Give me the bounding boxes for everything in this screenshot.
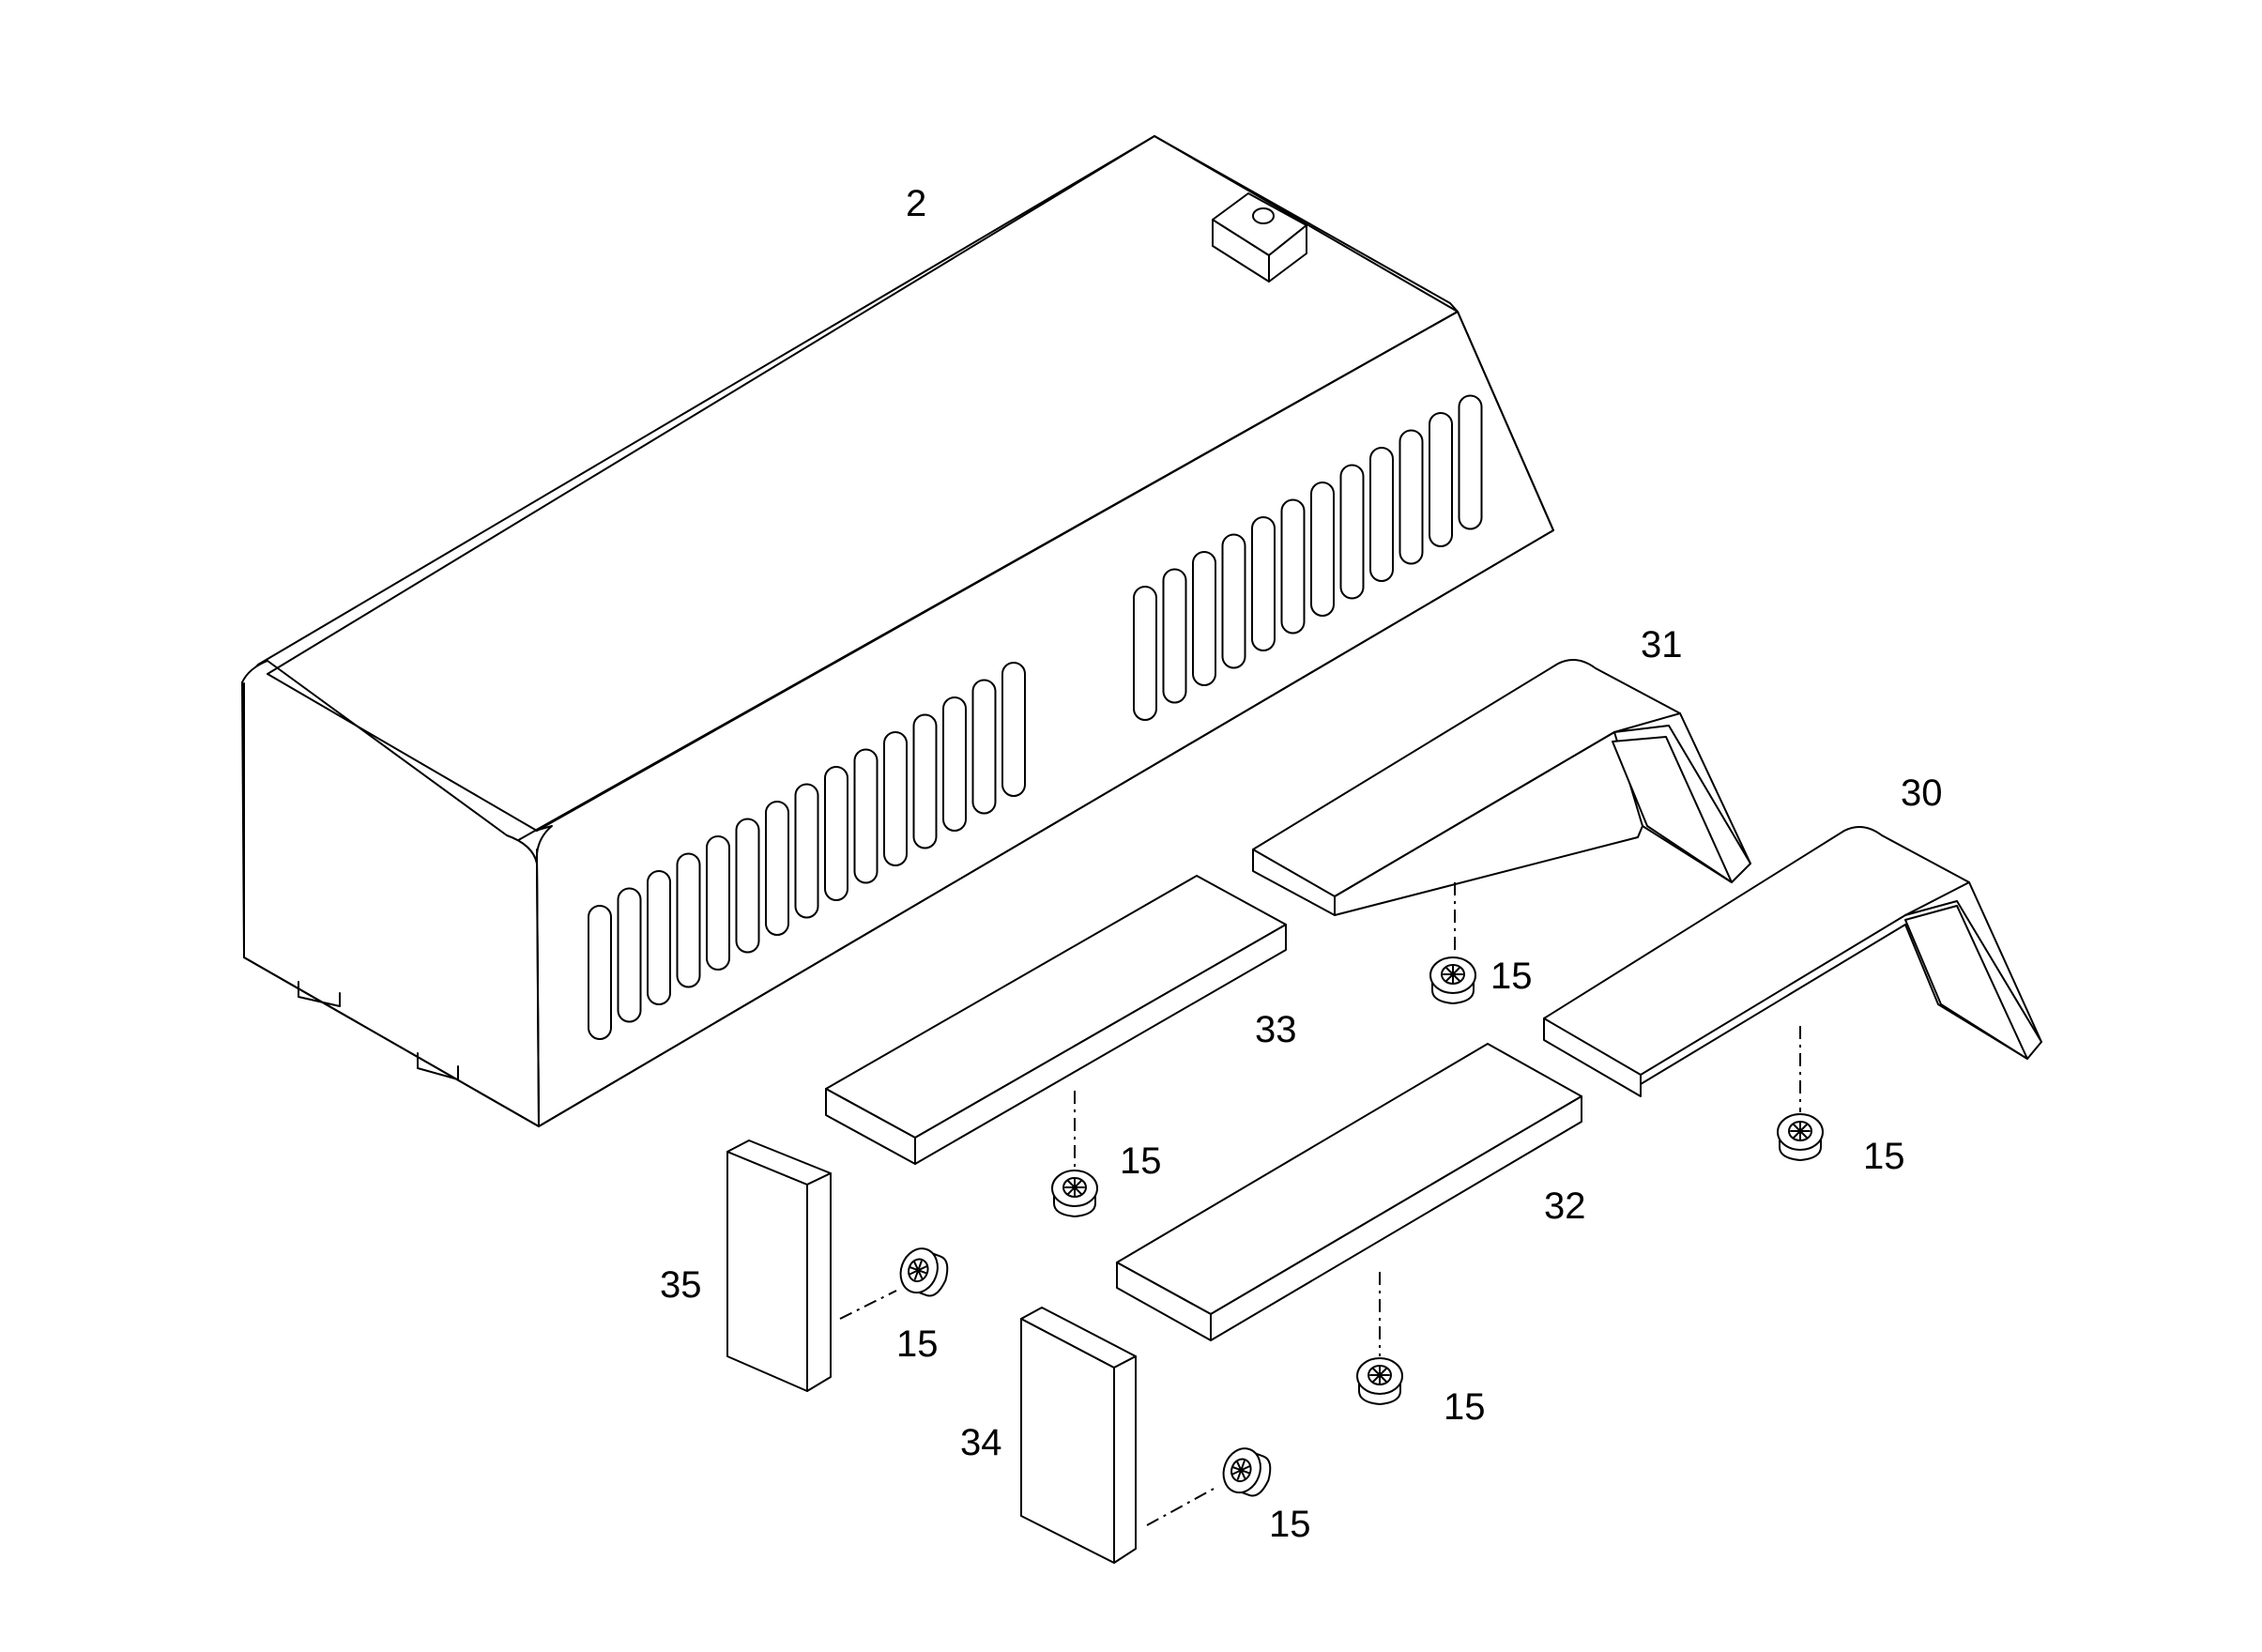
label-30: 30 bbox=[1901, 772, 1943, 814]
fender-part-31 bbox=[1252, 659, 1751, 916]
vent-slot bbox=[706, 835, 730, 971]
label-35: 35 bbox=[660, 1264, 702, 1306]
vent-slot bbox=[1369, 447, 1394, 582]
vent-slot bbox=[1339, 464, 1365, 600]
vent-slot bbox=[1133, 586, 1157, 721]
screw-icon bbox=[1356, 1357, 1403, 1405]
vent-slot bbox=[794, 783, 819, 919]
cover-vent-slots bbox=[588, 394, 1483, 1040]
vent-slot bbox=[1429, 412, 1453, 547]
vent-slot bbox=[883, 731, 908, 866]
strip-part-32 bbox=[1116, 1043, 1582, 1341]
assembly-leader-lines bbox=[839, 882, 1801, 1526]
vent-slot bbox=[765, 801, 789, 936]
label-34: 34 bbox=[960, 1422, 1002, 1463]
vent-slot bbox=[942, 696, 967, 832]
vent-slot bbox=[676, 852, 701, 988]
vent-slot bbox=[1310, 482, 1335, 617]
vent-slot bbox=[824, 766, 848, 901]
vent-slot bbox=[853, 748, 879, 884]
screw-icon bbox=[1051, 1170, 1098, 1217]
label-15: 15 bbox=[1444, 1386, 1486, 1428]
cover-part bbox=[241, 135, 1554, 1127]
end-block-part-34 bbox=[1020, 1307, 1137, 1564]
label-15: 15 bbox=[1120, 1140, 1162, 1182]
label-15: 15 bbox=[1863, 1136, 1905, 1177]
vent-slot bbox=[1221, 533, 1246, 669]
vent-slot bbox=[1251, 516, 1276, 651]
vent-slot bbox=[735, 818, 760, 954]
label-33: 33 bbox=[1255, 1009, 1297, 1050]
vent-slot bbox=[1162, 568, 1187, 704]
end-block-part-35 bbox=[726, 1140, 832, 1392]
label-31: 31 bbox=[1641, 624, 1683, 665]
label-15: 15 bbox=[1269, 1504, 1311, 1545]
vent-slot bbox=[588, 905, 612, 1040]
label-2: 2 bbox=[906, 183, 926, 224]
vent-slot bbox=[971, 679, 997, 815]
screw-icon bbox=[1216, 1442, 1277, 1503]
label-15: 15 bbox=[896, 1323, 939, 1365]
vent-slot bbox=[1398, 429, 1424, 565]
label-32: 32 bbox=[1544, 1185, 1586, 1227]
strip-part-33 bbox=[825, 875, 1287, 1165]
vent-slot bbox=[912, 713, 938, 849]
vent-slot bbox=[1458, 394, 1483, 530]
screw-icon bbox=[1429, 956, 1476, 1004]
screw-icon bbox=[1777, 1113, 1824, 1161]
fender-part-30 bbox=[1543, 826, 2042, 1097]
vent-slot bbox=[647, 870, 671, 1005]
screw-icon bbox=[894, 1242, 955, 1303]
vent-slot bbox=[1280, 498, 1306, 635]
vent-slot bbox=[1192, 551, 1216, 686]
vent-slot bbox=[617, 887, 642, 1023]
label-15: 15 bbox=[1490, 956, 1533, 997]
vent-slot bbox=[1001, 662, 1026, 797]
